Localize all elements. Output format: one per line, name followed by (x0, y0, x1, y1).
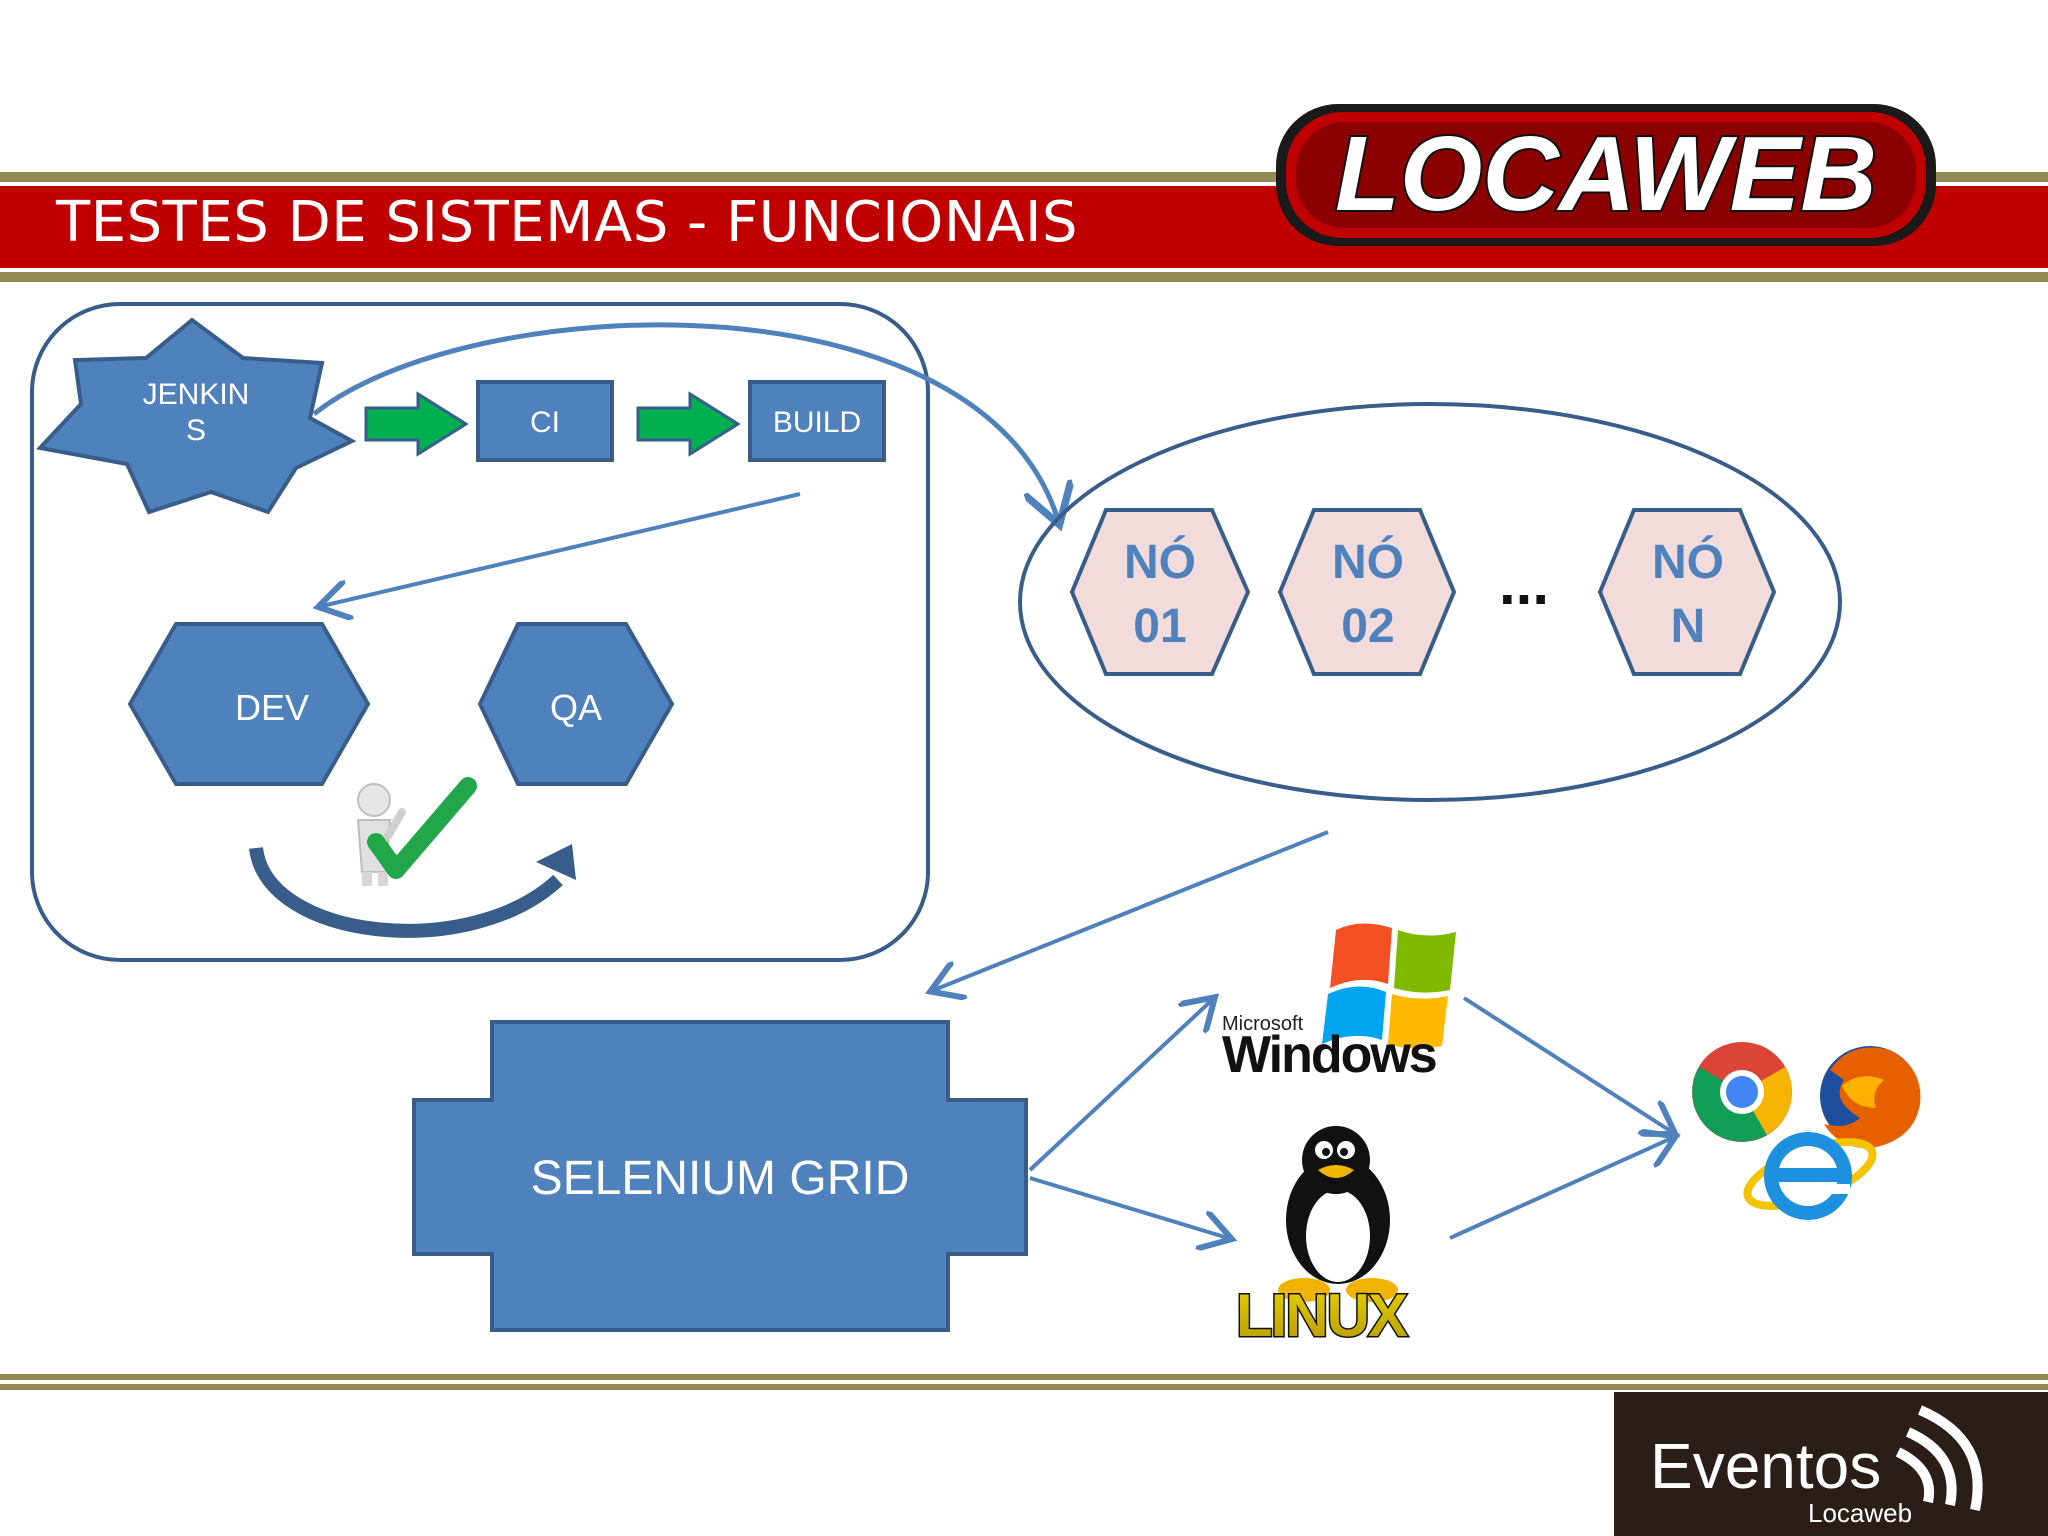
windows-brand-text: Microsoft (1222, 1013, 1304, 1035)
qa-hexagon: QA (477, 622, 675, 786)
dev-hexagon: DEV (127, 622, 371, 786)
node-02-label-line1: NÓ (1332, 534, 1404, 589)
locaweb-logo: LOCAWEB (1276, 104, 1936, 246)
build-label: BUILD (773, 406, 861, 439)
green-arrow-1 (364, 391, 469, 457)
node-01-label-line2: 01 (1133, 600, 1186, 653)
jenkins-label-line1: JENKIN (143, 378, 250, 411)
dev-to-qa-curve (249, 846, 563, 938)
pipeline-container (30, 302, 930, 962)
node-01-hexagon: NÓ 01 (1069, 508, 1251, 676)
node-n-hexagon: NÓ N (1597, 508, 1777, 676)
windows-name-text: Windows (1222, 1026, 1436, 1084)
chrome-icon (1692, 1042, 1792, 1142)
node-01-label-line1: NÓ (1124, 534, 1196, 589)
tux-penguin-icon: LINUX (1235, 1126, 1411, 1351)
swoosh-icon (1895, 1405, 1983, 1512)
windows-logo-icon: Microsoft Windows (1222, 923, 1456, 1084)
footer-lines (0, 1374, 2048, 1390)
node-n-label-line2: N (1671, 600, 1706, 653)
jenkins-to-nodes-arrow (312, 322, 1058, 520)
nodes-ellipse (1018, 402, 1842, 802)
ie-icon (1743, 1132, 1877, 1220)
ci-label: CI (530, 406, 560, 439)
nodes-ellipsis: ... (1499, 550, 1549, 617)
nodes-to-grid-arrow (934, 830, 1329, 990)
linux-name-text: LINUX (1236, 1282, 1408, 1349)
locaweb-logo-text: LOCAWEB (1335, 115, 1877, 233)
slide-title: TESTES DE SISTEMAS - FUNCIONAIS (56, 190, 1079, 255)
qa-label: QA (550, 687, 602, 728)
eventos-sub-text: Locaweb (1808, 1498, 1912, 1528)
selenium-grid-shape: SELENIUM GRID (412, 1020, 1028, 1332)
windows-to-browsers-arrow (1462, 996, 1672, 1132)
node-02-hexagon: NÓ 02 (1277, 508, 1457, 676)
eventos-text: Eventos (1650, 1430, 1881, 1502)
grid-to-linux-arrow (1029, 1176, 1228, 1238)
build-box: BUILD (748, 380, 886, 462)
linux-to-browsers-arrow (1449, 1138, 1672, 1240)
selenium-grid-label: SELENIUM GRID (531, 1152, 910, 1205)
ci-box: CI (476, 380, 614, 462)
jenkins-shape: JENKIN S (36, 317, 357, 515)
firefox-icon (1820, 1046, 1921, 1149)
eventos-logo: Eventos Locaweb (1614, 1392, 2048, 1536)
build-to-dev-arrow (322, 492, 801, 606)
jenkins-label-line2: S (186, 414, 206, 447)
grid-to-windows-arrow (1028, 1000, 1212, 1172)
dev-label: DEV (235, 687, 309, 728)
green-arrow-2 (636, 391, 741, 457)
node-02-label-line2: 02 (1341, 600, 1394, 653)
check-person-icon (356, 777, 477, 886)
dev-to-qa-arrowhead (536, 844, 576, 880)
node-n-label-line1: NÓ (1652, 534, 1724, 589)
